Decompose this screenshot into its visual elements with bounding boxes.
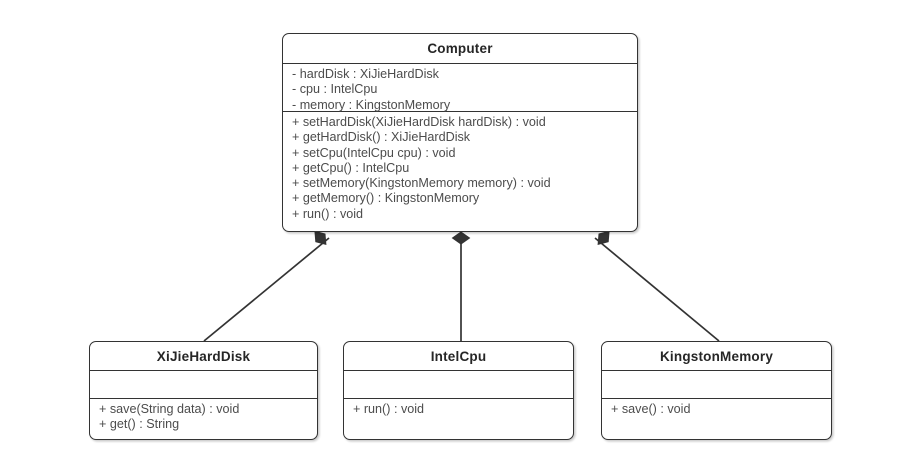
operation-row: + getCpu() : IntelCpu — [292, 160, 410, 175]
operation-row: + getMemory() : KingstonMemory — [292, 191, 480, 206]
class-name-intelcpu: IntelCpu — [430, 348, 487, 364]
class-name-xijieharddisk: XiJieHardDisk — [156, 348, 251, 364]
attributes-section-xijieharddisk — [90, 370, 317, 398]
edge-line — [203, 237, 330, 342]
operations-section-computer: + setHardDisk(XiJieHardDisk hardDisk) : … — [283, 111, 637, 226]
attribute-row: - cpu : IntelCpu — [292, 82, 378, 97]
operations-section-intelcpu: + run() : void — [344, 398, 573, 421]
operation-row: + setHardDisk(XiJieHardDisk hardDisk) : … — [292, 115, 546, 129]
edge-computer-harddisk — [203, 230, 330, 342]
attributes-section-intelcpu — [344, 370, 573, 398]
attribute-row: - memory : KingstonMemory — [292, 97, 451, 112]
attributes-section-computer: - hardDisk : XiJieHardDisk - cpu : Intel… — [283, 63, 637, 112]
operation-row: + setCpu(IntelCpu cpu) : void — [292, 145, 456, 160]
operation-row: + run() : void — [353, 402, 425, 416]
uml-class-intelcpu[interactable]: IntelCpu + run() : void — [343, 341, 574, 440]
operations-section-kingstonmemory: + save() : void — [602, 398, 831, 421]
filled-diamond-icon — [451, 231, 471, 245]
operation-row: + setMemory(KingstonMemory memory) : voi… — [292, 176, 551, 191]
uml-class-kingstonmemory[interactable]: KingstonMemory + save() : void — [601, 341, 832, 440]
operations-section-xijieharddisk: + save(String data) : void + get() : Str… — [90, 398, 317, 437]
edge-computer-memory — [594, 230, 720, 342]
operation-row: + get() : String — [99, 417, 180, 432]
operation-row: + getHardDisk() : XiJieHardDisk — [292, 130, 471, 145]
class-name-computer: Computer — [427, 41, 493, 56]
edge-computer-cpu — [451, 231, 471, 341]
uml-class-computer[interactable]: Computer - hardDisk : XiJieHardDisk - cp… — [282, 33, 638, 232]
operation-row: + save(String data) : void — [99, 402, 240, 416]
class-name-kingstonmemory: KingstonMemory — [659, 348, 774, 364]
attributes-section-kingstonmemory — [602, 370, 831, 398]
uml-class-xijieharddisk[interactable]: XiJieHardDisk + save(String data) : void… — [89, 341, 318, 440]
attribute-row: - hardDisk : XiJieHardDisk — [292, 67, 439, 81]
operation-row: + save() : void — [611, 402, 691, 416]
edge-line — [594, 237, 720, 342]
operation-row: + run() : void — [292, 206, 364, 221]
